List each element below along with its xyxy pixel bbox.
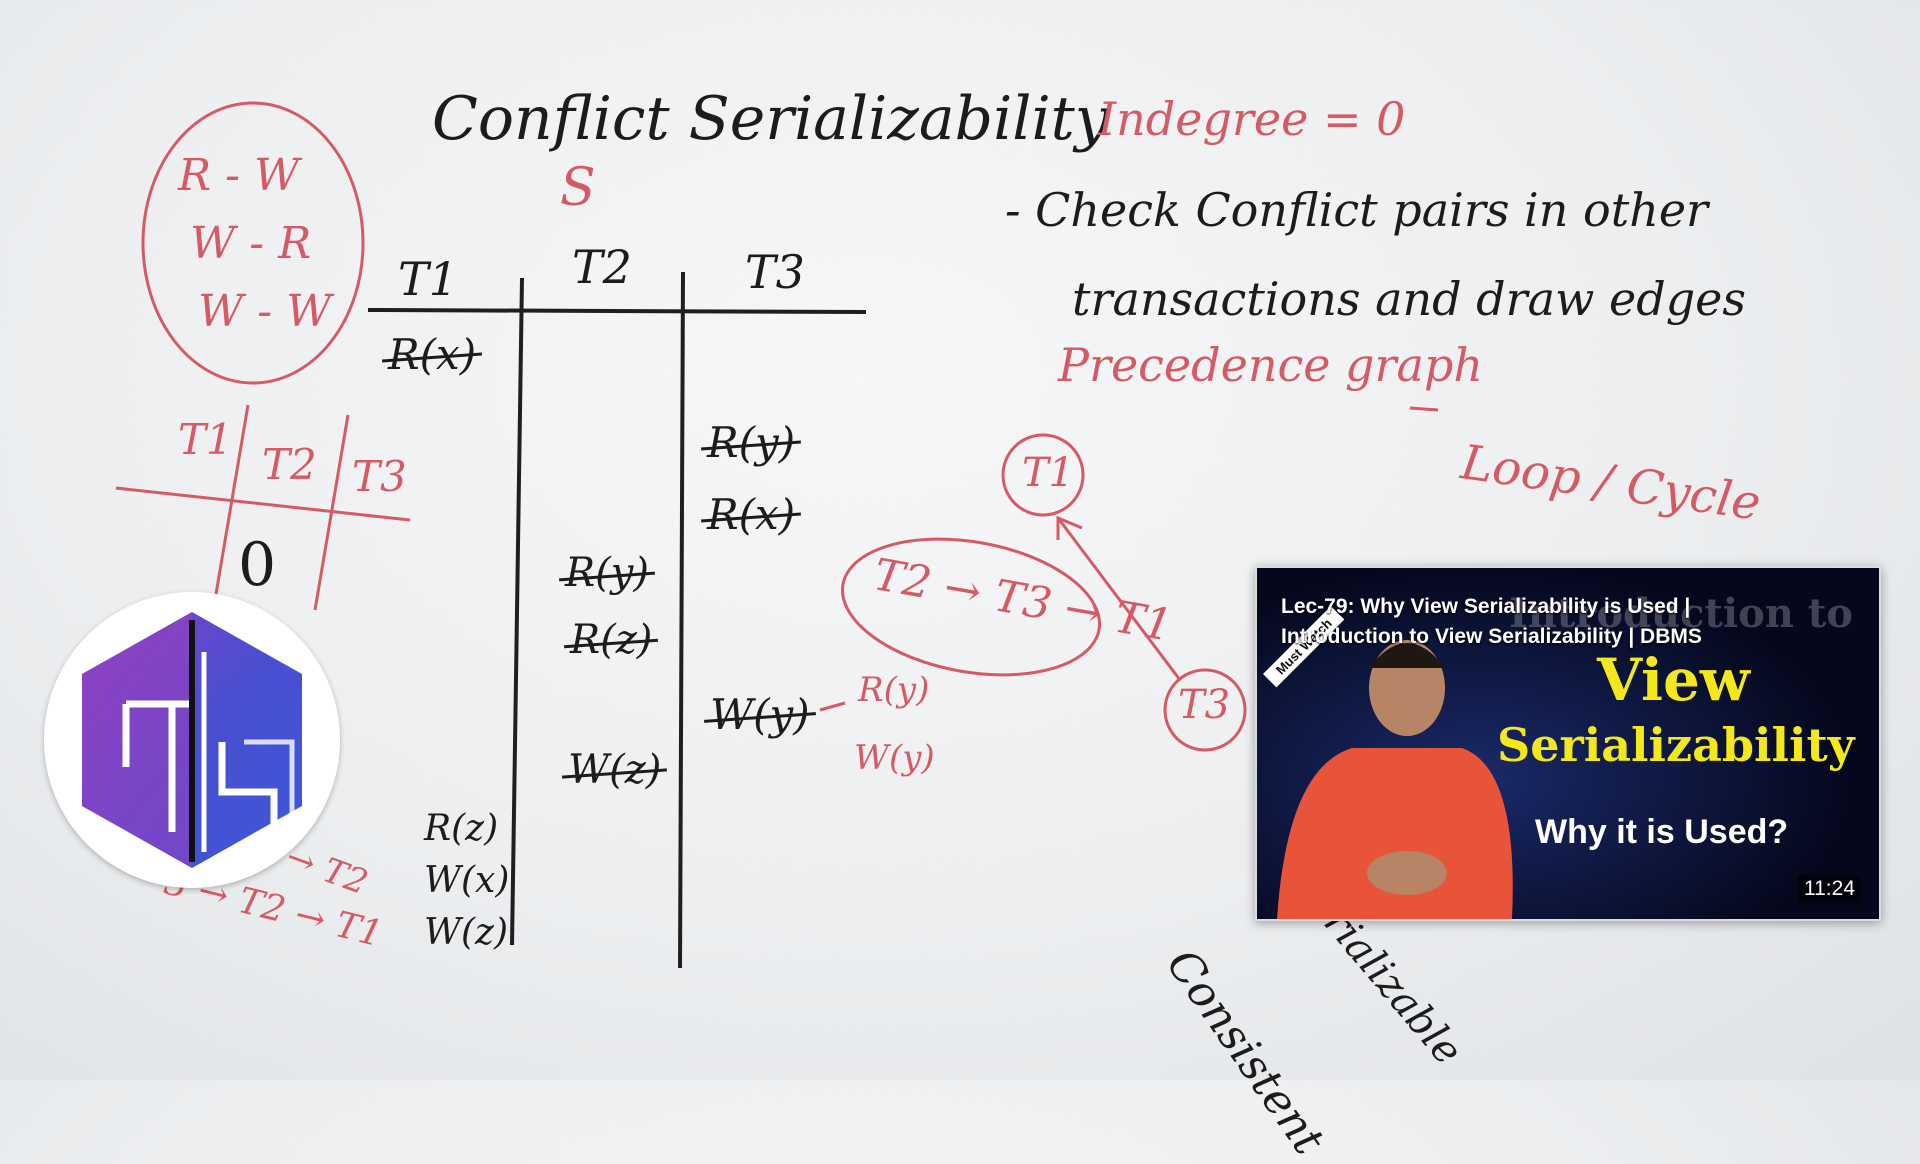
t3-op: W(y)	[710, 690, 810, 739]
precedence-graph-label: Precedence graph	[1058, 338, 1483, 392]
header-t1: T1	[398, 252, 458, 306]
thumbnail-line-why: Why it is Used?	[1535, 813, 1789, 851]
graph-node-t1: T1	[1022, 450, 1075, 496]
indegree-header-t3: T3	[352, 452, 407, 501]
t2-op-text: W(z)	[568, 747, 662, 793]
t2-op-text: R(y)	[565, 550, 649, 596]
consistent-label: Consistent	[1156, 940, 1335, 1164]
t3-op-text: R(y)	[707, 418, 796, 467]
t1-op-text: W(z)	[424, 912, 509, 953]
video-title[interactable]: Lec-79: Why View Serializability is Used…	[1281, 595, 1702, 648]
video-thumbnail-bg	[1257, 568, 1879, 919]
suggested-video-card[interactable]: Introduction to Must Watch Lec-79: Why V…	[1255, 566, 1881, 921]
side-op-read: R(y)	[858, 670, 930, 710]
channel-logo	[44, 592, 340, 888]
t3-op: R(y)	[707, 418, 795, 467]
t3-op-text: W(y)	[710, 690, 810, 739]
board-title-s: S	[560, 158, 596, 218]
conflict-pair-wr: W - R	[190, 218, 312, 269]
header-t2: T2	[572, 240, 632, 294]
t3-op: R(x)	[707, 490, 795, 539]
thumbnail-bg-title: Introduction to	[1509, 590, 1853, 637]
instruction-line-1: - Check Conflict pairs in other	[1005, 183, 1709, 237]
t1-op-text: W(x)	[424, 860, 510, 901]
t1-op: R(z)	[424, 808, 498, 849]
conflict-pair-ww: W - W	[198, 286, 332, 337]
thumbnail-line-view: View	[1597, 646, 1750, 714]
whiteboard: Conflict Serializability S Indegree = 0 …	[0, 0, 1920, 1080]
loop-cycle-label: Loop / Cycle	[1457, 434, 1765, 532]
t1-op: R(x)	[388, 330, 476, 379]
side-op-write: W(y)	[854, 738, 935, 778]
t2-op: R(z)	[570, 617, 652, 663]
graph-node-t3: T3	[1178, 682, 1231, 728]
t2-op: W(z)	[568, 747, 661, 793]
serializable-fragment: rializable	[1314, 900, 1472, 1074]
t1-op-text: R(x)	[388, 330, 477, 379]
t1-op-text: R(z)	[424, 808, 499, 849]
indegree-note: Indegree = 0	[1098, 92, 1406, 146]
t2-op: R(y)	[565, 550, 649, 596]
channel-logo-graphic	[82, 612, 302, 868]
t3-op-text: R(x)	[707, 490, 796, 539]
header-t3: T3	[745, 245, 805, 299]
video-duration: 11:24	[1798, 875, 1861, 903]
conflict-pair-rw: R - W	[178, 150, 300, 201]
indegree-header-t1: T1	[178, 415, 233, 464]
indegree-value: 0	[238, 530, 277, 600]
topological-order: T2 → T3 → T1	[869, 549, 1176, 652]
board-title: Conflict Serializability	[432, 84, 1109, 154]
t1-op: W(x)	[424, 860, 509, 901]
indegree-header-t2: T2	[262, 440, 317, 489]
instruction-line-2: transactions and draw edges	[1072, 272, 1746, 326]
t1-op: W(z)	[424, 912, 508, 953]
thumbnail-line-serializability: Serializability	[1497, 718, 1855, 772]
t2-op-text: R(z)	[570, 617, 653, 663]
